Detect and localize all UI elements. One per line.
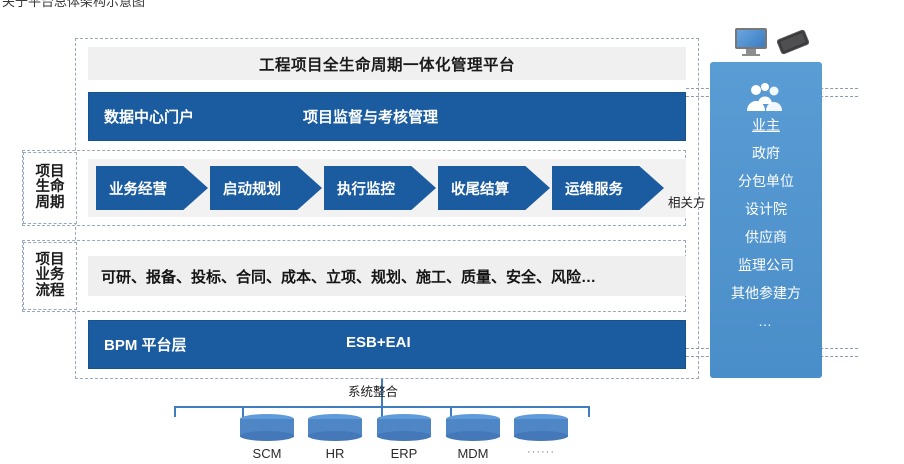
business-process-side-label-line-1: 项目 [35,251,65,268]
stakeholder-item-more: … [758,313,774,329]
system-node-erp[interactable]: ERP [377,414,431,461]
lifecycle-stage-4-label: 收尾结算 [451,181,509,198]
portal-left-label: 数据中心门户 [104,109,195,126]
monitor-icon [735,28,767,56]
systems-drop-4 [450,406,452,417]
systems-integration-label: 系统整合 [348,385,399,399]
systems-drop-1 [174,406,176,417]
data-center-portal-bar: 数据中心门户 项目监督与考核管理 [88,92,686,141]
database-icon [240,414,294,441]
page-title: 工程项目全生命周期一体化管理平台 [258,56,515,74]
lifecycle-stage-5-label: 运维服务 [565,181,623,198]
database-icon [446,414,500,441]
bpm-platform-bar: BPM 平台层 ESB+EAI [88,320,686,369]
bpm-right-label: ESB+EAI [346,334,411,351]
platform-title-band: 工程项目全生命周期一体化管理平台 [88,47,686,80]
stakeholder-list: 业主 政府 分包单位 设计院 供应商 监理公司 其他参建方 … [710,118,822,342]
stakeholder-item-7[interactable]: 其他参建方 [731,285,801,301]
database-icon [377,414,431,441]
page-caption: 关于平台总体架构示意图 [2,0,146,9]
lifecycle-stage-3[interactable]: 执行监控 [324,166,436,210]
system-node-scm-label: SCM [252,446,282,461]
business-process-bar: 可研、报备、投标、合同、成本、立项、规划、施工、质量、安全、风险… [88,256,686,296]
business-process-side-label-line-3: 流程 [35,282,65,299]
database-icon [308,414,362,441]
stakeholder-tag: 相关方 [668,196,706,210]
systems-drop-3 [381,406,383,417]
lifecycle-chevron-strip: 业务经营 启动规划 执行监控 收尾结算 运维服务 [88,159,686,217]
people-group-icon [710,80,822,114]
system-node-hr[interactable]: HR [308,414,362,461]
lifecycle-side-label-line-1: 项目 [35,163,65,180]
lifecycle-stage-2-label: 启动规划 [223,181,281,198]
business-process-side-label-line-2: 业务 [35,267,65,284]
system-node-erp-label: ERP [390,446,418,461]
lifecycle-stage-3-label: 执行监控 [337,181,395,198]
system-node-mdm-label: MDM [457,446,489,461]
stakeholder-item-3[interactable]: 分包单位 [738,173,794,189]
bpm-left-label: BPM 平台层 [104,337,187,354]
system-node-mdm[interactable]: MDM [446,414,500,461]
lifecycle-stage-4[interactable]: 收尾结算 [438,166,550,210]
portal-right-label: 项目监督与考核管理 [303,109,439,126]
system-node-more-label: ······ [527,446,555,458]
smartphone-icon [776,28,810,56]
device-icons-group [730,28,820,62]
business-process-side-label: 项目 业务 流程 [23,242,77,310]
database-icon [514,414,568,441]
systems-drop-2 [242,406,244,417]
stakeholder-item-2[interactable]: 政府 [752,145,780,161]
lifecycle-stage-1-label: 业务经营 [109,181,167,198]
stakeholder-item-5[interactable]: 供应商 [745,229,787,245]
stakeholder-item-1[interactable]: 业主 [752,117,780,133]
lifecycle-side-label: 项目 生命 周期 [23,152,77,224]
lifecycle-side-label-line-2: 生命 [35,179,65,196]
system-node-scm[interactable]: SCM [240,414,294,461]
systems-drop-5 [588,406,590,417]
stakeholder-item-6[interactable]: 监理公司 [738,257,794,273]
system-node-more[interactable]: ······ [514,414,568,458]
business-process-items: 可研、报备、投标、合同、成本、立项、规划、施工、质量、安全、风险… [101,268,597,286]
stakeholder-panel: 业主 政府 分包单位 设计院 供应商 监理公司 其他参建方 … [710,62,822,378]
lifecycle-stage-2[interactable]: 启动规划 [210,166,322,210]
system-node-hr-label: HR [325,446,345,461]
systems-stem-line [381,379,383,408]
lifecycle-stage-1[interactable]: 业务经营 [96,166,208,210]
stakeholder-item-4[interactable]: 设计院 [745,201,787,217]
lifecycle-side-label-line-3: 周期 [35,194,65,211]
lifecycle-stage-5[interactable]: 运维服务 [552,166,664,210]
